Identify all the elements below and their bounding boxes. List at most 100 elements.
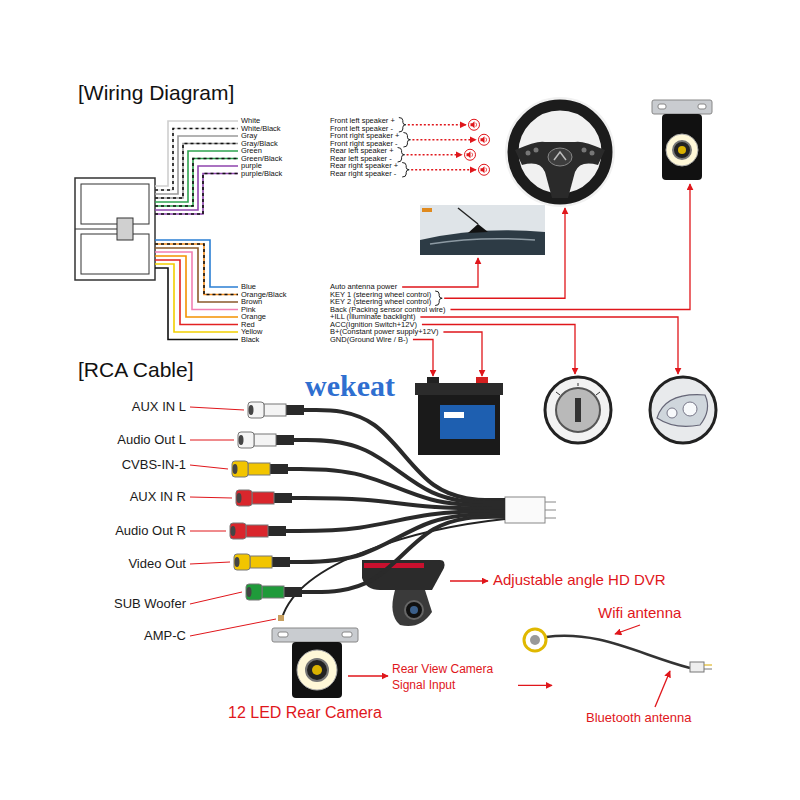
ignition-key-switch xyxy=(556,392,560,395)
led-rear-camera xyxy=(342,632,352,637)
rca-plug xyxy=(248,402,505,500)
car-battery xyxy=(427,377,439,384)
rca-plug xyxy=(272,557,290,567)
rca-cable xyxy=(302,517,505,592)
rca-plug xyxy=(234,514,505,570)
wire-color: Orange xyxy=(241,313,266,321)
rca-plug xyxy=(268,526,286,536)
led-rear-camera xyxy=(297,650,337,690)
headlight xyxy=(650,377,716,443)
rear-camera-top xyxy=(658,104,666,109)
rca-plug xyxy=(252,492,274,504)
hd-dvr xyxy=(410,606,418,614)
rca-plug xyxy=(237,493,242,503)
speaker-arrow xyxy=(408,124,466,125)
speaker-symbol xyxy=(469,119,480,130)
callout: Bluetooth antenna xyxy=(586,710,692,726)
speaker-arrow xyxy=(411,169,476,170)
rca-plug xyxy=(246,517,505,600)
leader-line xyxy=(190,619,276,636)
wire-core xyxy=(155,166,238,210)
steering-wheel xyxy=(526,151,531,156)
ignition-key-switch xyxy=(596,392,600,395)
rear-camera-top xyxy=(652,100,712,180)
wire-function: Back (Packing sensor control wire) xyxy=(330,306,445,314)
speaker-symbol xyxy=(471,121,475,128)
speaker-symbol xyxy=(469,119,480,130)
speaker-symbol xyxy=(479,164,490,175)
wire-function: Front left speaker - xyxy=(330,125,393,133)
rca-plug xyxy=(270,464,288,474)
headlight xyxy=(657,395,708,427)
harness-wire xyxy=(155,166,238,210)
callout-arrow xyxy=(615,625,640,634)
leader-line xyxy=(190,440,234,441)
wire-function: Front left speaker + xyxy=(330,117,395,125)
rca-plug xyxy=(239,435,244,445)
wifi-antenna-cable xyxy=(524,629,712,672)
rca-plug xyxy=(238,432,254,448)
wire-color: purple xyxy=(241,162,262,170)
rca-plug xyxy=(231,526,236,536)
rca-plug xyxy=(248,463,270,475)
rca-plug xyxy=(234,554,250,570)
rca-plug xyxy=(236,490,252,506)
hd-dvr xyxy=(362,560,445,590)
section-heading: [RCA Cable] xyxy=(78,358,194,381)
wire-stripe xyxy=(155,174,238,215)
harness-connector xyxy=(81,184,149,224)
led-rear-camera xyxy=(306,659,328,681)
headlight xyxy=(650,377,716,443)
wire-function: KEY 2 (steering wheel control) xyxy=(330,298,431,306)
wire-function: Auto antenna power xyxy=(330,283,397,291)
rca-label: Audio Out L xyxy=(117,432,186,448)
car-antenna-photo xyxy=(422,208,432,212)
harness-connector xyxy=(75,178,155,280)
wire-color: Blue xyxy=(241,283,256,291)
ignition-key-switch xyxy=(545,377,611,443)
car-battery xyxy=(415,383,503,395)
wiring-layer xyxy=(155,118,690,708)
leader-arrow xyxy=(444,208,565,298)
harness-connector xyxy=(81,234,149,274)
rca-cable xyxy=(282,519,505,618)
wire-color: Black xyxy=(241,336,259,344)
wifi-antenna-cable xyxy=(546,636,690,668)
car-antenna-photo xyxy=(458,208,478,224)
callout-arrow xyxy=(348,675,388,676)
callout-arrow xyxy=(655,671,670,707)
rca-label: CVBS-IN-1 xyxy=(122,457,186,473)
headlight xyxy=(667,408,677,418)
wire-function: Front right speaker - xyxy=(330,140,398,148)
car-battery xyxy=(440,405,495,439)
rca-label: AUX IN L xyxy=(132,399,186,415)
speaker-symbol xyxy=(479,134,490,145)
car-antenna-photo xyxy=(420,205,545,255)
rear-camera-top xyxy=(662,114,702,180)
leader-line xyxy=(190,592,242,604)
rca-plug xyxy=(284,587,302,597)
wire-function: GND(Ground Wire / B-) xyxy=(330,336,408,344)
speaker-symbol xyxy=(479,164,490,175)
wire-function: Rear right speaker + xyxy=(330,162,398,170)
rear-camera-top xyxy=(698,104,706,109)
wire-function: +ILL (Illuminate backlight) xyxy=(330,313,415,321)
speaker-symbol xyxy=(485,168,487,172)
headlight xyxy=(683,402,697,416)
wire-color: Brown xyxy=(241,298,262,306)
wire-function: Rear left speaker + xyxy=(330,147,394,155)
rca-plug xyxy=(232,461,248,477)
speaker-symbol xyxy=(485,138,487,142)
leader-arrow xyxy=(402,258,478,287)
wire-function: ACC(Ignition Switch+12V) xyxy=(330,321,417,329)
harness-wire xyxy=(155,268,238,340)
wire-function: Rear right speaker - xyxy=(330,170,396,178)
rca-plug xyxy=(235,557,240,567)
wire-color: purple/Black xyxy=(241,170,282,178)
steering-wheel xyxy=(590,151,595,156)
rca-cable xyxy=(304,410,505,500)
wifi-antenna-cable xyxy=(704,669,712,670)
wire-color: Yellow xyxy=(241,328,262,336)
